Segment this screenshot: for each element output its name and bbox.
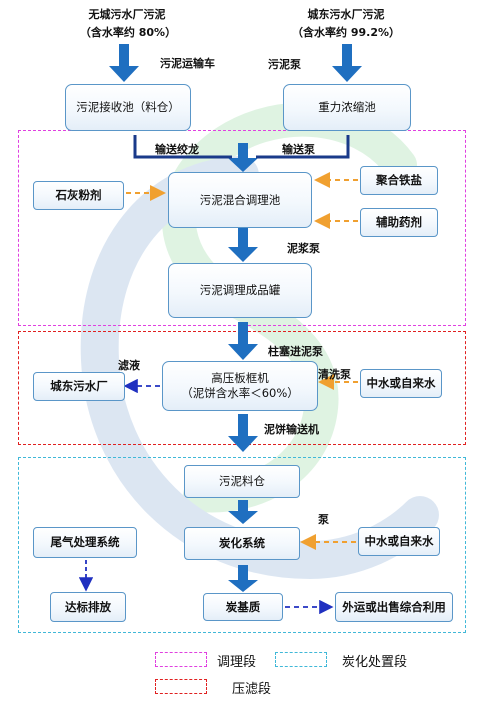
node-pfs: 聚合铁盐 <box>360 166 438 195</box>
node-water-2: 中水或自来水 <box>358 527 440 556</box>
merge-line-left <box>133 135 232 159</box>
label-delivery-pump: 输送泵 <box>282 143 315 156</box>
label-filtrate: 滤液 <box>118 359 140 372</box>
node-water-1: 中水或自来水 <box>360 369 442 398</box>
node-east-plant: 城东污水厂 <box>33 372 125 401</box>
legend-press-label: 压滤段 <box>232 682 272 697</box>
label-sludge-pump: 污泥泵 <box>268 58 301 71</box>
label-cake-conveyor: 泥饼输送机 <box>264 423 319 436</box>
label-transport-truck: 污泥运输车 <box>160 57 215 70</box>
legend-carbonization-swatch <box>275 652 327 667</box>
source-left-title: 无城污水厂污泥 <box>88 8 166 21</box>
node-tail-gas: 尾气处理系统 <box>33 527 137 558</box>
node-product-tank: 污泥调理成品罐 <box>168 263 312 318</box>
label-slurry-pump: 泥浆泵 <box>287 242 320 255</box>
merge-line-right <box>256 135 350 159</box>
node-discharge: 达标排放 <box>50 592 126 622</box>
source-right-title: 城东污水厂污泥 <box>307 8 385 21</box>
filter-press-line1: 高压板框机 <box>211 371 269 385</box>
legend-conditioning-swatch <box>155 652 207 667</box>
node-thickener: 重力浓缩池 <box>283 84 411 131</box>
legend-carbonization-label: 炭化处置段 <box>342 655 408 670</box>
node-lime: 石灰粉剂 <box>33 181 124 210</box>
node-additive: 辅助药剂 <box>360 208 438 237</box>
main-flow-arrows <box>109 44 362 592</box>
label-plunger-pump: 柱塞进泥泵 <box>268 345 323 358</box>
node-filter-press: 高压板框机 （泥饼含水率＜60%） <box>162 361 318 411</box>
label-wash-pump: 清洗泵 <box>318 368 351 381</box>
legend-press-swatch <box>155 679 207 694</box>
node-receive-pool: 污泥接收池（料仓） <box>65 84 191 131</box>
node-mixing-tank: 污泥混合调理池 <box>168 172 312 228</box>
carbonization-segment-frame <box>18 457 466 633</box>
legend-conditioning-label: 调理段 <box>217 655 257 670</box>
node-biochar: 炭基质 <box>203 593 283 621</box>
label-pump: 泵 <box>318 513 329 526</box>
node-utilization: 外运或出售综合利用 <box>335 592 453 622</box>
node-carbonization: 炭化系统 <box>184 527 300 560</box>
label-screw-conveyor: 输送绞龙 <box>155 143 199 156</box>
source-right-sub: （含水率约 99.2%） <box>292 26 400 39</box>
source-left-sub: （含水率约 80%） <box>79 26 177 39</box>
node-sludge-bin: 污泥料仓 <box>184 465 300 498</box>
filter-press-line2: （泥饼含水率＜60%） <box>181 386 299 400</box>
